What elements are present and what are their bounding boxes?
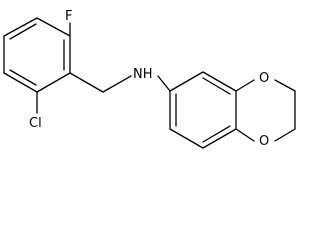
- atom-label-oxygen-bottom: O: [259, 134, 269, 149]
- double-bond-inner: [202, 125, 231, 143]
- double-bond-inner: [9, 23, 37, 40]
- bond: [274, 79, 296, 92]
- molecule-diagram: F Cl NH O O: [3, 9, 296, 149]
- bond-n-aryl: [157, 75, 171, 92]
- bond: [202, 128, 237, 149]
- bond: [3, 17, 38, 37]
- atom-label-chlorine: Cl: [29, 116, 42, 131]
- bond: [36, 72, 71, 93]
- dioxane-ring: [235, 79, 296, 142]
- bond: [169, 128, 204, 149]
- double-bond-inner: [9, 69, 37, 86]
- bond: [169, 71, 204, 92]
- atom-label-amine: NH: [133, 67, 153, 82]
- atom-label-fluorine: F: [65, 9, 72, 24]
- bond: [3, 72, 38, 93]
- structure-svg: F Cl NH O O: [3, 9, 296, 149]
- bond: [36, 17, 71, 37]
- chlorofluorophenyl-ring: [3, 17, 71, 93]
- double-bond-inner: [202, 77, 231, 95]
- atom-label-oxygen-top: O: [259, 71, 269, 86]
- bond: [235, 79, 255, 92]
- benzodioxane-benzene-ring: [169, 71, 237, 149]
- bond: [235, 128, 255, 142]
- bond-ring-ch2: [69, 72, 104, 93]
- bond: [202, 71, 237, 92]
- bond: [274, 128, 296, 142]
- bond-ch2-n: [102, 75, 132, 93]
